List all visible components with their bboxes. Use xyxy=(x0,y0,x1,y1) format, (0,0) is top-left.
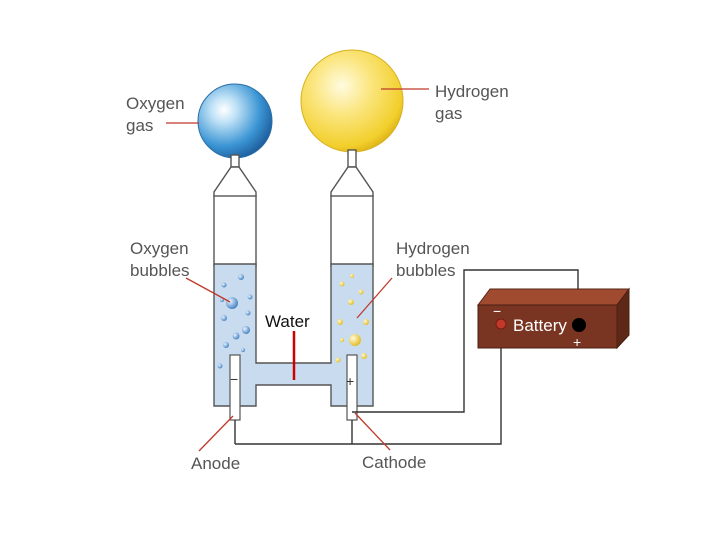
cathode-electrode xyxy=(346,354,358,444)
oxygen-gas-label: Oxygen gas xyxy=(126,94,189,135)
cathode-sign: + xyxy=(346,373,354,389)
anode-sign: − xyxy=(230,371,238,387)
battery-negative-terminal xyxy=(495,318,507,330)
oxygen-bubbles-label: Oxygen bubbles xyxy=(130,239,193,280)
cathode-label: Cathode xyxy=(362,453,426,472)
water-u-tube xyxy=(213,263,374,407)
anode-label: Anode xyxy=(191,454,240,473)
hydrogen-tube-neck xyxy=(330,149,374,197)
battery-label: Battery xyxy=(513,316,567,335)
leader-lines xyxy=(166,88,429,452)
water-label: Water xyxy=(265,312,310,331)
oxygen-tube xyxy=(213,195,257,267)
anode-electrode xyxy=(229,354,241,444)
oxygen-tube-neck xyxy=(213,154,257,197)
battery-positive-terminal xyxy=(572,318,586,332)
circuit-wires xyxy=(235,269,579,445)
hydrogen-gas-sphere xyxy=(300,49,404,153)
oxygen-bubbles xyxy=(217,274,253,369)
oxygen-gas-sphere xyxy=(197,83,273,159)
hydrogen-gas-label: Hydrogen gas xyxy=(435,82,513,123)
hydrogen-tube xyxy=(330,195,374,267)
hydrogen-bubbles-label: Hydrogen bubbles xyxy=(396,239,474,280)
battery-minus-sign: − xyxy=(493,303,501,319)
battery-plus-sign: + xyxy=(573,334,581,350)
hydrogen-bubbles xyxy=(335,274,369,363)
